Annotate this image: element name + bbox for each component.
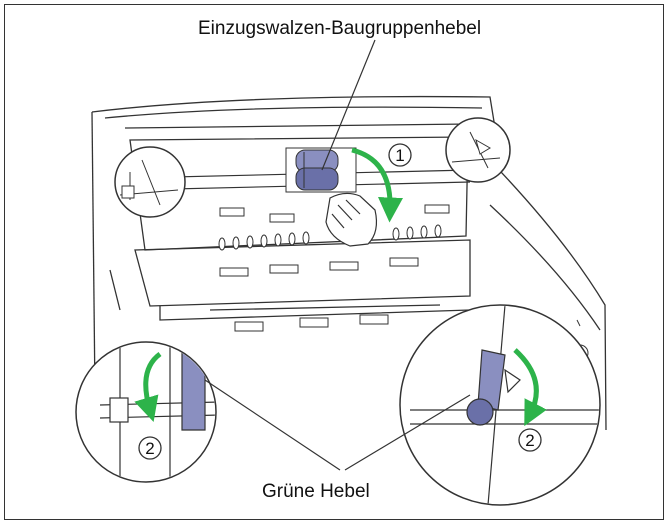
inset-left-lever: 2 [75, 341, 217, 483]
svg-text:1: 1 [395, 146, 404, 165]
label-pickup-roller-lever: Einzugswalzen-Baugruppenhebel [198, 18, 481, 39]
inset-left-top [114, 146, 186, 218]
hand-icon [325, 192, 378, 247]
leader-lines [204, 39, 471, 471]
svg-text:2: 2 [525, 431, 534, 450]
tray-slots [219, 204, 450, 332]
tray-holes [218, 224, 442, 251]
inset-right-lever: 2 [399, 304, 601, 506]
curved-arrow-icon [513, 348, 547, 427]
curved-arrow-icon [134, 351, 162, 422]
curved-arrow-icon [351, 147, 403, 223]
inset-right-top [445, 117, 511, 183]
figure-frame [4, 4, 664, 520]
label-green-levers: Grüne Hebel [262, 481, 370, 502]
step-badge-1: 1 [388, 143, 412, 167]
pickup-roller [285, 147, 357, 193]
svg-text:2: 2 [145, 439, 154, 458]
